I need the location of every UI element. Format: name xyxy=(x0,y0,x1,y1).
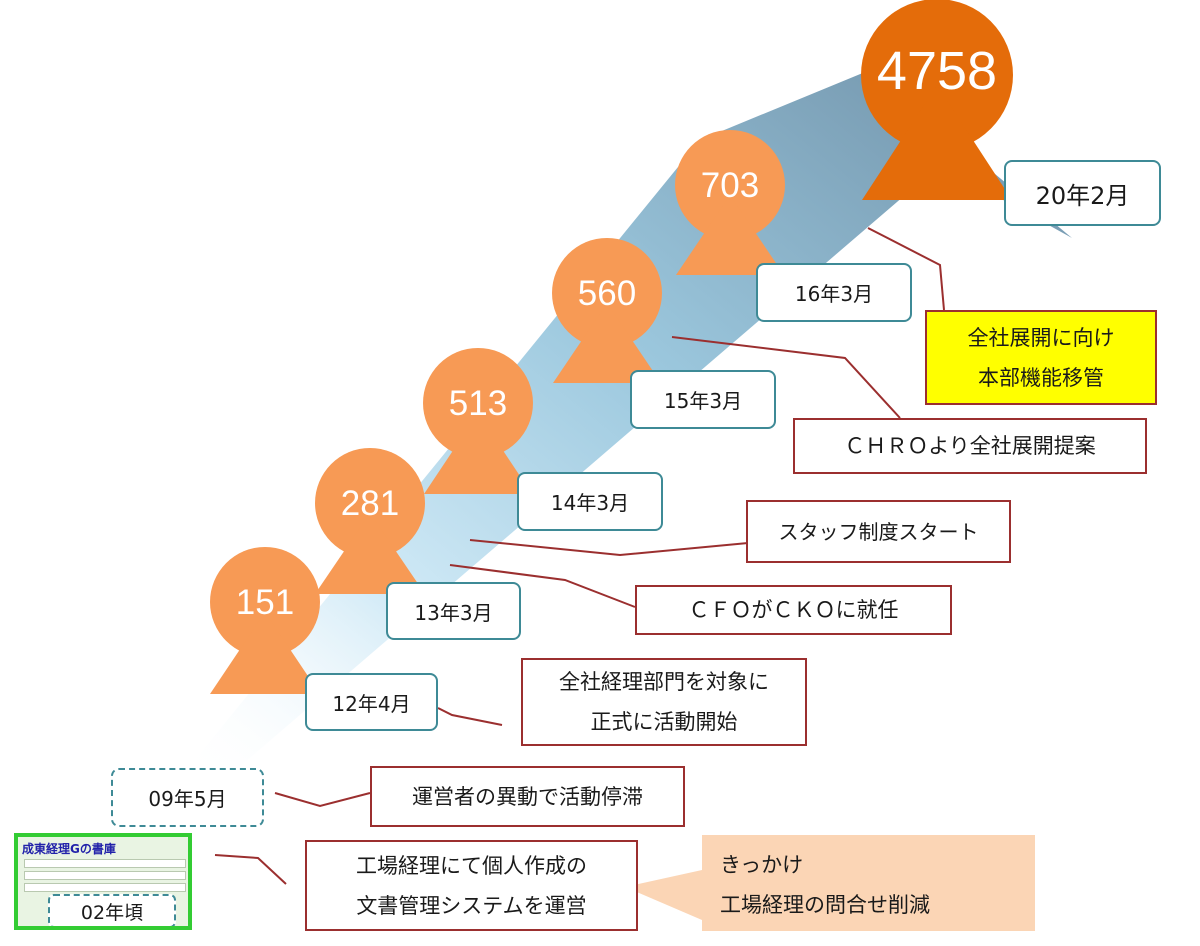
count-4758: 4758 xyxy=(876,41,998,101)
legacy-row xyxy=(24,871,186,880)
event-activity-stall: 運営者の異動で活動停滞 xyxy=(370,766,685,827)
trigger-note-line1: きっかけ xyxy=(720,853,804,877)
legacy-system-title: 成東経理Gの書庫 xyxy=(22,842,116,856)
date-15-3: 15年3月 xyxy=(630,370,776,429)
event-factory-system-line2: 文書管理システムを運営 xyxy=(356,893,587,918)
connector-all xyxy=(437,707,503,726)
date-12-4: 12年4月 xyxy=(305,673,438,731)
legacy-system-screenshot: 成東経理Gの書庫 02年頃 xyxy=(14,833,192,930)
count-703: 703 xyxy=(700,166,760,205)
person-icon-560 xyxy=(552,238,662,383)
event-cfo-cko: ＣＦＯがＣＫＯに就任 xyxy=(635,585,952,635)
person-icon-4758 xyxy=(861,0,1013,200)
person-icon-151 xyxy=(210,547,320,694)
count-560: 560 xyxy=(577,274,637,313)
connector-chro xyxy=(671,336,901,419)
connector-staff xyxy=(469,539,749,557)
event-hq-transfer: 全社展開に向け 本部機能移管 xyxy=(925,310,1157,405)
event-hq-transfer-line1: 全社展開に向け xyxy=(967,325,1115,350)
count-151: 151 xyxy=(235,583,295,622)
trigger-note-line2: 工場経理の問合せ削減 xyxy=(720,893,930,917)
connector-factory xyxy=(214,854,287,885)
event-factory-system: 工場経理にて個人作成の 文書管理システムを運営 xyxy=(305,840,638,931)
event-official-start: 全社経理部門を対象に 正式に活動開始 xyxy=(521,658,807,746)
event-staff-system: スタッフ制度スタート xyxy=(746,500,1011,563)
date-09-5: 09年5月 xyxy=(111,768,264,827)
date-14-3: 14年3月 xyxy=(517,472,663,531)
date-02: 02年頃 xyxy=(48,894,176,926)
event-factory-system-line1: 工場経理にて個人作成の xyxy=(356,853,587,878)
person-icon-281 xyxy=(315,448,425,594)
person-icon-513 xyxy=(423,348,533,494)
connector-cfo xyxy=(449,564,636,608)
connector-hq xyxy=(867,227,945,311)
legacy-row xyxy=(24,883,186,892)
event-official-start-line1: 全社経理部門を対象に xyxy=(559,670,769,694)
event-official-start-line2: 正式に活動開始 xyxy=(590,710,738,734)
event-chro-proposal: ＣＨＲＯより全社展開提案 xyxy=(793,418,1147,474)
connector-stop xyxy=(274,792,371,808)
count-281: 281 xyxy=(340,484,400,523)
legacy-row xyxy=(24,859,186,868)
date-20-2: 20年2月 xyxy=(1004,160,1161,226)
trigger-callout-pointer xyxy=(625,870,702,920)
date-16-3: 16年3月 xyxy=(756,263,912,322)
event-hq-transfer-line2: 本部機能移管 xyxy=(978,365,1104,390)
date-13-3: 13年3月 xyxy=(386,582,521,640)
trigger-note: きっかけ 工場経理の問合せ削減 xyxy=(702,835,1035,931)
count-513: 513 xyxy=(448,384,508,423)
person-icon-703 xyxy=(675,130,785,275)
